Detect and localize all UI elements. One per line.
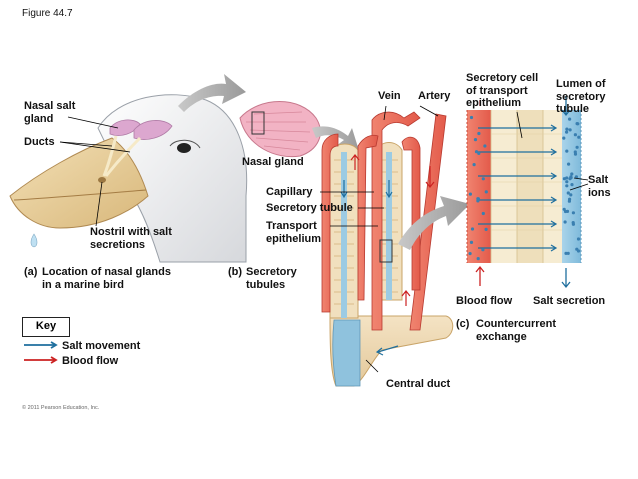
salt-ion-dot: [469, 240, 474, 244]
salt-ion-dot: [563, 220, 567, 224]
salt-ion-dot: [474, 150, 479, 154]
salt-ion-dot: [565, 180, 569, 184]
salt-ion-dot: [575, 247, 579, 251]
salt-ion-dot: [476, 199, 480, 203]
bird-head-illustration: [9, 94, 248, 263]
salt-ion-dot: [571, 211, 576, 215]
salt-ion-dot: [481, 248, 485, 252]
label-blood-flow: Blood flow: [456, 295, 513, 307]
nasal-gland-illustration: [239, 101, 321, 158]
key-salt-arrow: [24, 341, 58, 349]
nasal-gland-right: [133, 120, 173, 140]
salt-ion-dot: [570, 183, 574, 187]
salt-ion-dot: [470, 227, 475, 231]
secretory-tubule-illustration: [321, 111, 454, 387]
salt-ion-dot: [476, 257, 480, 261]
label-salt-ions: Salt ions: [588, 174, 611, 199]
salt-ion-dot: [484, 190, 488, 194]
salt-ion-dot: [576, 122, 580, 126]
salt-ion-dot: [575, 145, 579, 149]
salt-ion-dot: [468, 252, 472, 256]
key-box: Key: [22, 317, 70, 337]
zoom-arrow-b-to-c: [398, 196, 470, 250]
salt-ion-dot: [566, 191, 570, 195]
figure-label: Figure 44.7: [22, 8, 73, 19]
salt-ion-dot: [562, 177, 567, 181]
label-nostril: Nostril with salt secretions: [90, 226, 172, 251]
salt-ion-dot: [565, 184, 569, 188]
salt-ion-dot: [481, 177, 485, 181]
salt-ion-dot: [565, 149, 569, 153]
salt-ion-dot: [468, 192, 472, 196]
label-artery: Artery: [418, 90, 451, 102]
panel-c-title: Countercurrent exchange: [476, 318, 557, 343]
salt-ion-dot: [568, 117, 572, 121]
salt-ion-dot: [576, 237, 581, 241]
label-transport-epithelium: Transport epithelium: [266, 220, 322, 245]
salt-ion-dot: [567, 162, 571, 166]
salt-ion-dot: [565, 127, 569, 131]
copyright: © 2011 Pearson Education, Inc.: [22, 405, 100, 411]
salt-ion-dot: [484, 227, 488, 231]
salt-ion-dot: [570, 172, 574, 176]
countercurrent-exchange-diagram: [466, 96, 582, 289]
label-nasal-gland: Nasal gland: [242, 156, 304, 168]
label-nasal-salt-gland: Nasal salt gland: [24, 100, 76, 125]
panel-b-title: Secretory tubules: [246, 266, 297, 291]
salt-ion-dot: [567, 199, 572, 203]
salt-ion-dot: [481, 211, 485, 216]
salt-ion-dot: [477, 131, 481, 136]
label-salt-secretion: Salt secretion: [533, 295, 606, 307]
label-lumen: Lumen of secretory tubule: [556, 78, 606, 115]
salt-ion-dot: [483, 144, 487, 148]
panel-c-letter: (c): [456, 318, 470, 330]
key-blood-arrow: [24, 356, 58, 364]
salt-ion-dot: [577, 135, 581, 139]
salt-ion-dot: [573, 150, 577, 154]
salt-ion-dot: [566, 251, 570, 255]
label-vein: Vein: [378, 90, 401, 102]
panel-a-title: Location of nasal glands in a marine bir…: [42, 266, 171, 291]
label-secretory-tubule: Secretory tubule: [266, 202, 353, 214]
label-secretory-cell: Secretory cell of transport epithelium: [466, 72, 539, 109]
salt-ion-dot: [562, 136, 566, 140]
salt-ion-dot: [473, 138, 478, 142]
salt-ion-dot: [573, 133, 578, 137]
salt-ion-dot: [477, 151, 481, 155]
salt-ion-dot: [568, 128, 572, 132]
salt-ion-dot: [469, 115, 474, 120]
label-capillary: Capillary: [266, 186, 313, 198]
panel-b-letter: (b): [228, 266, 243, 278]
salt-ion-dot: [574, 175, 579, 179]
salt-ion-dot: [565, 209, 570, 213]
salt-ion-dot: [569, 193, 573, 197]
nasal-gland-left: [109, 119, 141, 136]
salt-ion-dot: [571, 221, 575, 225]
panel-a-letter: (a): [24, 266, 38, 278]
zoom-arrow-a-to-b: [178, 74, 246, 112]
label-central-duct: Central duct: [386, 378, 451, 390]
salt-ion-dot: [472, 163, 476, 167]
key-blood-flow: Blood flow: [62, 355, 119, 367]
salt-ion-dot: [564, 251, 568, 255]
salt-ion-dot: [565, 130, 569, 134]
key-title: Key: [35, 320, 57, 332]
key-salt-movement: Salt movement: [62, 340, 141, 352]
label-ducts: Ducts: [24, 136, 55, 148]
salt-ion-dot: [568, 177, 572, 181]
